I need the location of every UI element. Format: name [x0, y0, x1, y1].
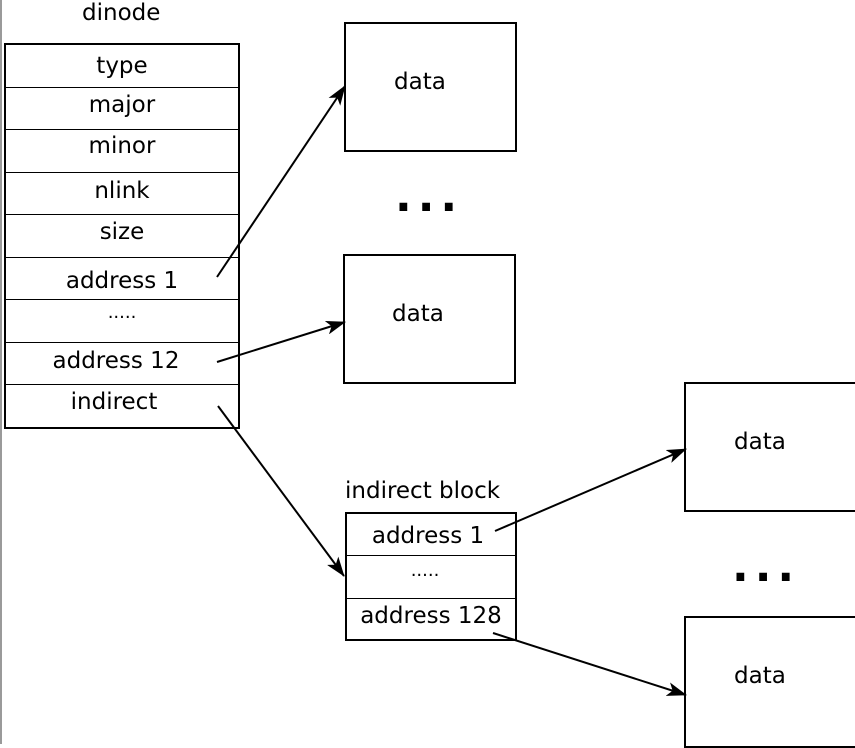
- dinode-field-type: type: [6, 45, 238, 88]
- data-block-label: data: [734, 663, 786, 689]
- dinode-field-major: major: [6, 88, 238, 130]
- field-label: address 128: [360, 603, 502, 629]
- data-block-label: data: [392, 301, 444, 327]
- indirect-field-address-1: address 1: [347, 514, 515, 556]
- dinode-title: dinode: [82, 0, 161, 26]
- dinode-field-address-12: address 12: [6, 343, 238, 385]
- field-label: minor: [88, 133, 156, 159]
- arrow-address-12-to-data-middle: [216, 320, 346, 363]
- arrow-address-1-to-data-top: [216, 85, 346, 278]
- arrow-indirect-to-indirect-block: [217, 405, 345, 577]
- data-block-top: data: [344, 22, 517, 152]
- left-edge-divider: [0, 0, 2, 744]
- data-block-right-bottom: data: [684, 616, 855, 748]
- data-block-right-top: data: [684, 382, 855, 512]
- data-block-label: data: [734, 429, 786, 455]
- field-label: address 1: [371, 523, 485, 549]
- field-label: type: [96, 53, 148, 79]
- field-label: .....: [410, 560, 440, 581]
- field-label: size: [99, 219, 145, 245]
- data-blocks-ellipsis: ...: [395, 171, 464, 222]
- field-label: indirect: [70, 389, 158, 415]
- field-label: major: [88, 92, 156, 118]
- dinode-field-indirect: indirect: [6, 385, 238, 429]
- indirect-block-table: address 1 ..... address 128: [345, 512, 517, 641]
- field-label: address 12: [52, 348, 180, 374]
- field-label: .....: [107, 302, 137, 323]
- field-label: nlink: [94, 178, 150, 204]
- indirect-field-ellipsis: .....: [347, 556, 515, 599]
- dinode-field-nlink: nlink: [6, 173, 238, 215]
- dinode-table: type major minor nlink size address 1 ..…: [4, 43, 240, 429]
- dinode-field-minor: minor: [6, 130, 238, 173]
- right-data-blocks-ellipsis: ...: [732, 541, 801, 592]
- dinode-field-size: size: [6, 215, 238, 258]
- field-label: address 1: [65, 268, 179, 294]
- indirect-field-address-128: address 128: [347, 599, 515, 641]
- indirect-block-title: indirect block: [345, 478, 501, 504]
- arrow-indirect-address-128-to-data: [492, 632, 687, 696]
- dinode-field-ellipsis: .....: [6, 300, 238, 343]
- arrow-indirect-address-1-to-data: [494, 448, 687, 532]
- dinode-field-address-1: address 1: [6, 258, 238, 300]
- data-block-label: data: [394, 69, 446, 95]
- data-block-middle: data: [343, 254, 516, 384]
